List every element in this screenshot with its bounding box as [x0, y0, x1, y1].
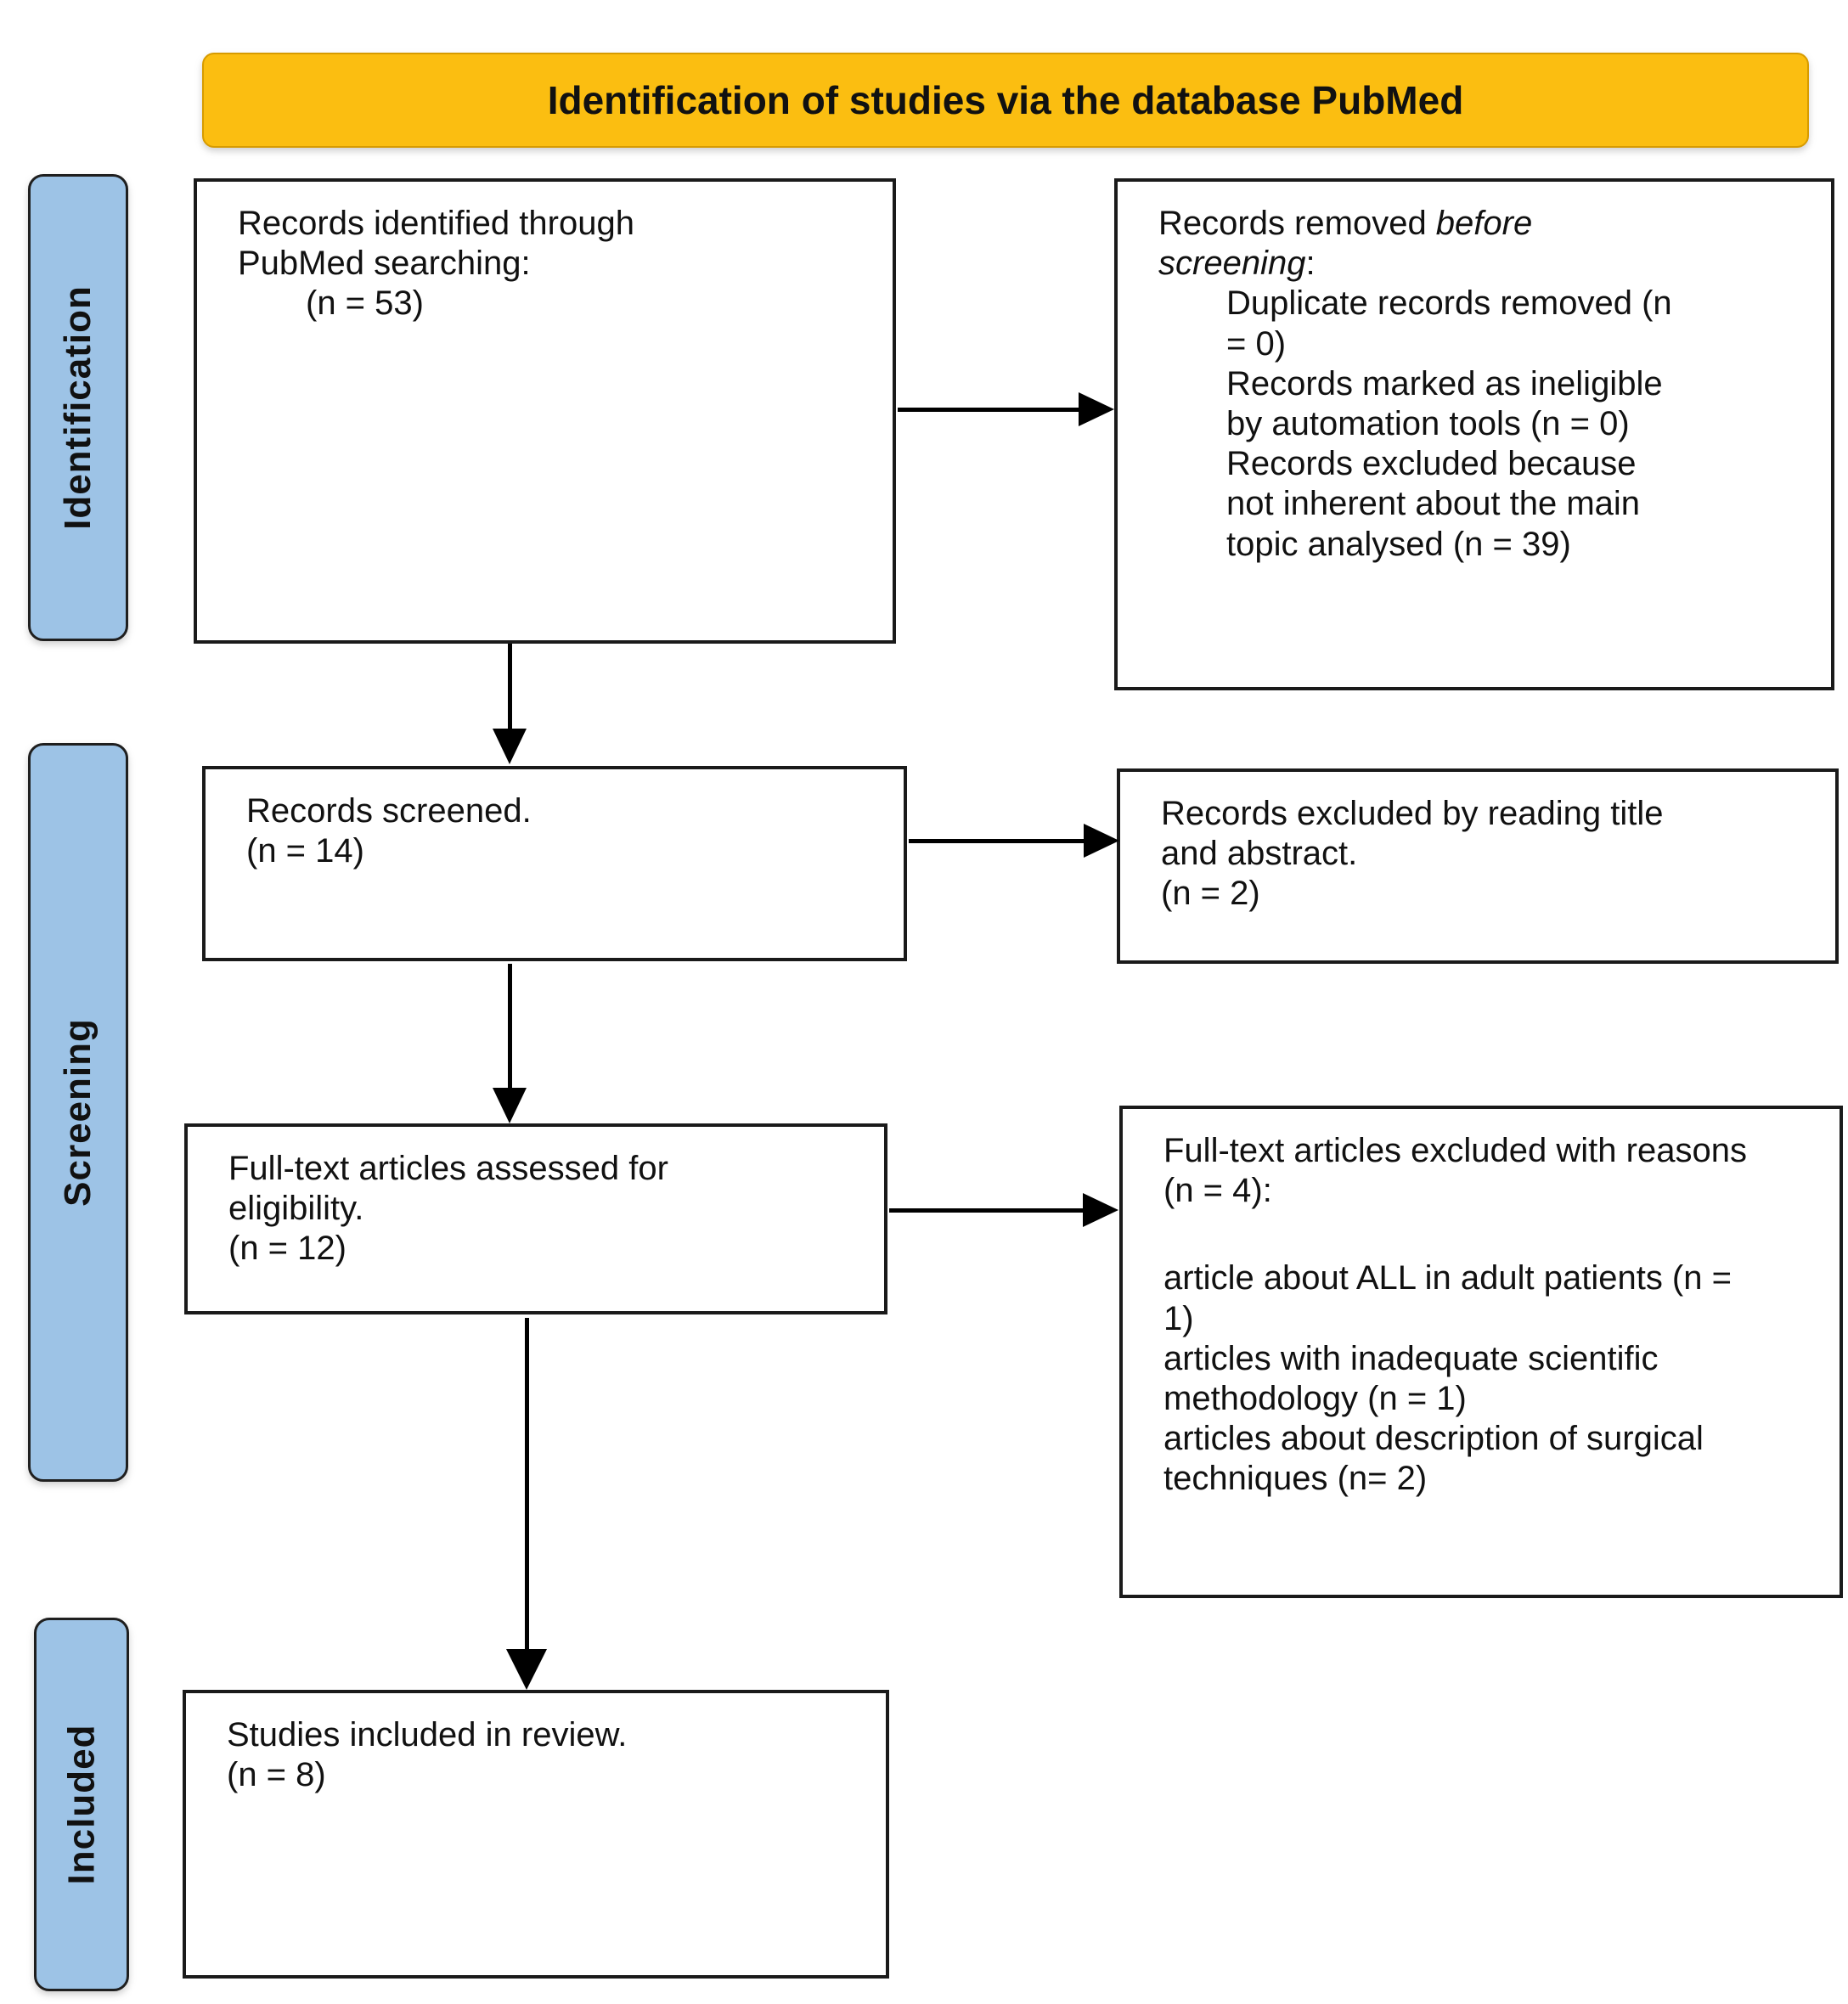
box-records-excluded-title-abstract: Records excluded by reading title and ab…	[1117, 768, 1839, 964]
arrow-shaft	[898, 408, 1080, 412]
box-fulltext-assessed-count: (n = 12)	[228, 1230, 346, 1268]
box-fulltext-excluded: Full-text articles excluded with reasons…	[1119, 1106, 1843, 1598]
removed-item: Records marked as ineligible by automati…	[1226, 364, 1663, 442]
title-banner: Identification of studies via the databa…	[202, 53, 1809, 148]
arrow-head-right-icon	[1083, 1193, 1118, 1227]
box-records-screened-text: Records screened.	[246, 792, 532, 830]
removed-item: Records excluded because not inherent ab…	[1226, 445, 1641, 563]
stage-label-included: Included	[34, 1618, 129, 1991]
box-records-identified-count: (n = 53)	[306, 284, 424, 323]
box-fulltext-assessed: Full-text articles assessed for eligibil…	[184, 1123, 887, 1314]
arrow-shaft	[508, 964, 512, 1089]
box-records-removed-lead: Records removed before screening:	[1158, 204, 1609, 284]
arrow-shaft	[889, 1208, 1085, 1213]
fulltext-excluded-item: articles with inadequate scientific meth…	[1163, 1339, 1659, 1417]
stage-label-identification: Identification	[28, 174, 128, 641]
box-records-removed-lead-suffix: :	[1305, 245, 1316, 283]
arrow-shaft	[508, 644, 512, 730]
box-records-screened-count: (n = 14)	[246, 832, 364, 870]
stage-label-identification-text: Identification	[57, 285, 99, 530]
stage-label-screening: Screening	[28, 743, 128, 1482]
box-studies-included-text: Studies included in review.	[227, 1716, 628, 1754]
removed-item: Duplicate records removed (n = 0)	[1226, 284, 1672, 363]
box-records-screened: Records screened. (n = 14)	[202, 766, 907, 961]
box-studies-included: Studies included in review. (n = 8)	[183, 1690, 889, 1979]
box-records-removed-lead-normal: Records removed	[1158, 205, 1436, 242]
box-fulltext-excluded-items: article about ALL in adult patients (n =…	[1163, 1258, 1809, 1499]
stage-label-included-text: Included	[60, 1724, 102, 1885]
box-records-identified: Records identified through PubMed search…	[194, 178, 896, 644]
arrow-head-right-icon	[1084, 824, 1119, 858]
arrow-head-right-icon	[1079, 392, 1114, 426]
arrow-head-down-icon	[493, 729, 527, 764]
box-fulltext-assessed-text: Full-text articles assessed for eligibil…	[228, 1150, 668, 1228]
box-records-excluded-title-abstract-text: Records excluded by reading title and ab…	[1161, 795, 1664, 873]
box-records-removed-items: Duplicate records removed (n = 0) Record…	[1226, 284, 1800, 564]
box-records-removed-lead-italic: before screening	[1158, 205, 1533, 283]
stage-label-screening-text: Screening	[57, 1018, 99, 1207]
fulltext-excluded-item: articles about description of surgical t…	[1163, 1420, 1704, 1498]
arrow-shaft	[525, 1318, 529, 1651]
arrow-head-down-icon	[506, 1649, 547, 1690]
box-studies-included-count: (n = 8)	[227, 1756, 326, 1794]
box-fulltext-excluded-lead: Full-text articles excluded with reasons…	[1163, 1132, 1747, 1210]
box-records-identified-text: Records identified through PubMed search…	[238, 205, 634, 283]
box-records-removed: Records removed before screening: Duplic…	[1114, 178, 1834, 690]
arrow-shaft	[909, 839, 1085, 843]
box-records-excluded-title-abstract-count: (n = 2)	[1161, 875, 1260, 913]
fulltext-excluded-item: article about ALL in adult patients (n =…	[1163, 1259, 1732, 1337]
title-banner-label: Identification of studies via the databa…	[547, 78, 1464, 122]
arrow-head-down-icon	[493, 1088, 527, 1123]
